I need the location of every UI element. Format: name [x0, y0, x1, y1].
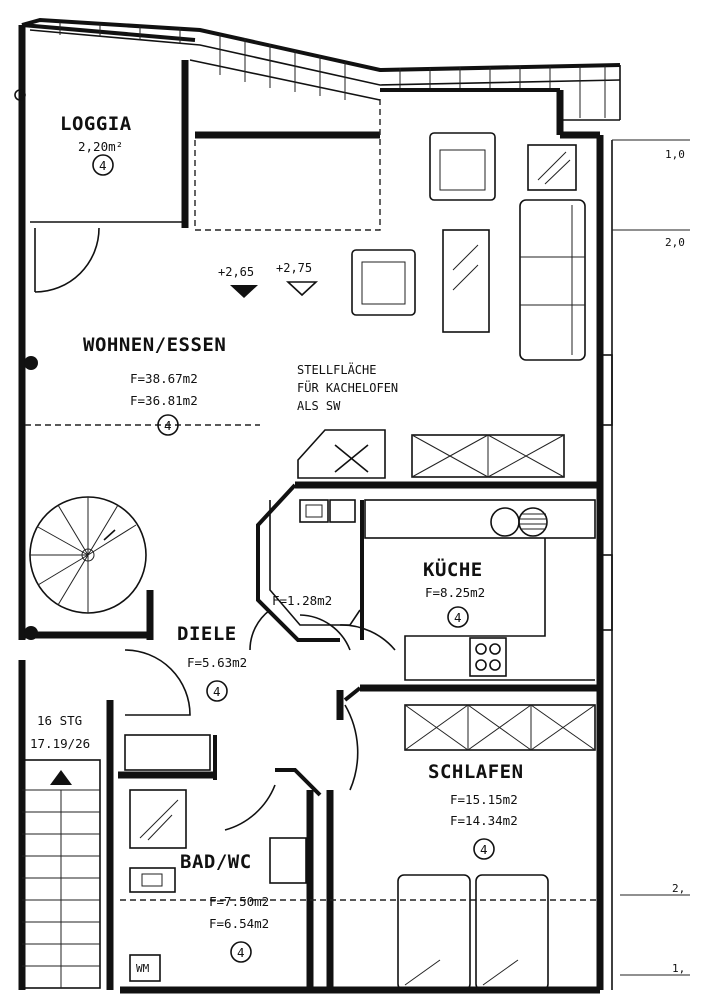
- stair-count: 16 STG: [37, 713, 82, 728]
- note-line-3: ALS SW: [297, 399, 341, 413]
- side-table: [527, 144, 577, 191]
- level-marker-2: +2,75: [276, 261, 319, 297]
- room-area-loggia: 2,20m²: [78, 139, 123, 154]
- room-wohnen-essen: WOHNEN/ESSEN F=38.67m2 F=36.81m2 4: [83, 334, 226, 436]
- wall-marker-2: [24, 626, 38, 640]
- armchair-top: [429, 132, 496, 201]
- spiral-staircase: [29, 496, 147, 614]
- door-swings: [124, 609, 396, 831]
- room-name-loggia: LOGGIA: [60, 113, 132, 135]
- note-line-2: FÜR KACHELOFEN: [297, 379, 398, 395]
- level-marker-1: +2,65: [218, 265, 258, 298]
- dashed-outlines: [25, 95, 600, 901]
- dim-label-3: 2,: [672, 882, 685, 895]
- room-area-kueche: F=8.25m2: [425, 585, 485, 600]
- room-badge-wohnen: 4: [164, 418, 172, 433]
- balcony-railing: [21, 17, 621, 121]
- room-badge-schlafen: 4: [480, 842, 488, 857]
- room-kueche: KÜCHE F=8.25m2 4: [423, 557, 485, 628]
- cooktop: [469, 637, 507, 677]
- wall-marker-1: [24, 356, 38, 370]
- note-line-1: STELLFLÄCHE: [297, 362, 376, 377]
- sofa: [519, 199, 586, 361]
- room-area-abstell: F=1.28m2: [272, 593, 332, 608]
- stair-dimensions: 17.19/26: [30, 736, 90, 751]
- room-area-schlafen-1: F=15.15m2: [450, 792, 518, 807]
- room-area-bad-2: F=6.54m2: [209, 916, 269, 931]
- room-badge-kueche: 4: [454, 610, 462, 625]
- loggia-door: [34, 227, 100, 293]
- room-badge-diele: 4: [213, 684, 221, 699]
- room-name-schlafen: SCHLAFEN: [428, 761, 524, 783]
- wardrobe: [404, 704, 596, 751]
- bath-fixtures: WM: [124, 734, 307, 982]
- dimension-marks: 1,0 2,0 2, 1,: [612, 139, 690, 976]
- kitchen-counter: [364, 499, 596, 681]
- wall-marker-3: [14, 89, 26, 101]
- kitchen-sink: [490, 507, 548, 537]
- room-area-diele: F=5.63m2: [187, 655, 247, 670]
- window-right-kitchen: [597, 554, 613, 631]
- room-area-bad-1: F=7.50m2: [209, 894, 269, 909]
- dim-label-1: 1,0: [665, 148, 685, 161]
- tiled-stove: [297, 429, 386, 479]
- washing-machine-label: WM: [136, 962, 150, 975]
- armchair-middle: [351, 249, 416, 316]
- room-badge-loggia: 4: [99, 158, 107, 173]
- room-name-wohnen: WOHNEN/ESSEN: [83, 334, 226, 356]
- coffee-table: [442, 229, 490, 333]
- walls: [18, 23, 613, 994]
- level-label-1: +2,65: [218, 265, 254, 279]
- room-name-bad: BAD/WC: [180, 851, 252, 873]
- straight-staircase: [21, 759, 101, 989]
- cabinet-living: [411, 434, 565, 478]
- dim-label-2: 2,0: [665, 236, 685, 249]
- room-area-schlafen-2: F=14.34m2: [450, 813, 518, 828]
- room-loggia: LOGGIA 2,20m² 4: [60, 113, 132, 176]
- room-schlafen: SCHLAFEN F=15.15m2 F=14.34m2 4: [428, 761, 524, 860]
- room-name-diele: DIELE: [177, 623, 237, 645]
- room-name-kueche: KÜCHE: [423, 557, 483, 581]
- double-bed: [397, 874, 549, 991]
- window-right-living: [597, 354, 613, 426]
- room-diele: DIELE F=5.63m2 4: [177, 623, 247, 702]
- room-bad-wc: BAD/WC F=7.50m2 F=6.54m2 4: [180, 851, 269, 963]
- level-label-2: +2,75: [276, 261, 312, 275]
- stove-note: STELLFLÄCHE FÜR KACHELOFEN ALS SW: [297, 362, 398, 413]
- stair-label: 16 STG 17.19/26: [30, 713, 90, 751]
- room-area-wohnen-1: F=38.67m2: [130, 371, 198, 386]
- dim-label-4: 1,: [672, 962, 685, 975]
- room-area-wohnen-2: F=36.81m2: [130, 393, 198, 408]
- room-abstell: F=1.28m2: [272, 593, 332, 608]
- pantry-appliance: [299, 499, 356, 523]
- room-badge-bad: 4: [237, 945, 245, 960]
